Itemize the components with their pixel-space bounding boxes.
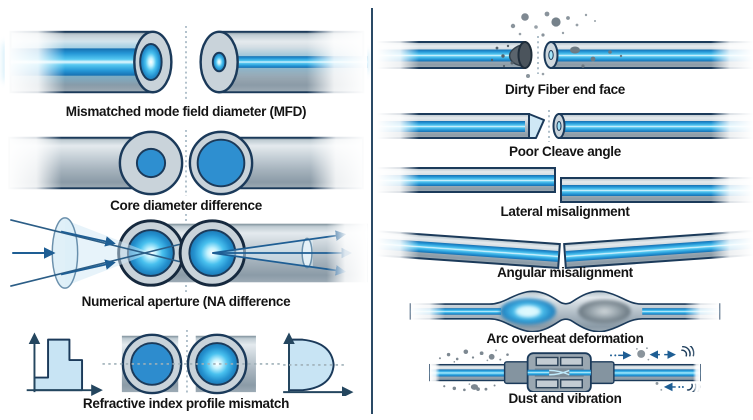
dirty-end-face-illustration (377, 8, 753, 82)
dust-vibration-row (377, 346, 753, 392)
mfd-mismatch-illustration (4, 24, 368, 102)
core-diameter-label: Core diameter difference (110, 198, 262, 213)
graded-index-cross-section (186, 333, 248, 395)
intrinsic-factors-column: Mismatched mode field diameter (MFD) Cor… (0, 0, 372, 420)
angular-misalignment-label: Angular misalignment (497, 265, 633, 280)
refractive-index-label: Refractive index profile mismatch (82, 396, 290, 411)
arc-overheat-label: Arc overheat deformation (486, 331, 644, 346)
vibration-arrows (609, 347, 684, 392)
numerical-aperture-illustration (10, 212, 368, 294)
arc-overheat-illustration (409, 286, 721, 332)
dust-particles (438, 349, 509, 392)
dust-particles (510, 11, 596, 78)
mfd-row (0, 24, 372, 102)
dirty-end-face-row (377, 8, 753, 82)
lateral-misalignment-illustration (377, 164, 753, 206)
angular-misalignment-illustration (377, 228, 753, 270)
extrinsic-factors-column: Dirty Fiber end face Poor (377, 0, 753, 420)
dust-vibration-label: Dust and vibration (508, 391, 622, 406)
poor-cleave-row (377, 106, 753, 146)
lateral-misalignment-row (377, 164, 753, 206)
numerical-aperture-label: Numerical aperture (NA difference (81, 294, 291, 309)
refractive-index-row (0, 328, 372, 396)
light-cone-into-fiber (10, 217, 186, 289)
dirt-on-fiber (570, 46, 623, 68)
dirt-spray (490, 44, 514, 68)
lateral-misalignment-label: Lateral misalignment (500, 204, 630, 219)
arc-overheat-row (377, 286, 753, 332)
graded-index-profile-graph (283, 332, 354, 396)
core-diameter-illustration (5, 128, 367, 198)
mechanical-splice-connector (503, 352, 615, 392)
poor-cleave-label: Poor Cleave angle (509, 144, 621, 159)
column-divider (371, 8, 373, 414)
mfd-label: Mismatched mode field diameter (MFD) (65, 104, 307, 119)
angular-misalignment-row (377, 228, 753, 270)
refractive-index-illustration (26, 329, 354, 396)
numerical-aperture-row (0, 212, 372, 294)
step-index-profile-graph (26, 332, 103, 396)
step-index-cross-section (121, 333, 183, 395)
core-diameter-row (0, 128, 372, 198)
deformed-fiber-outline (409, 290, 721, 332)
small-core-cross-section (118, 130, 184, 196)
dust-vibration-illustration (429, 346, 701, 392)
dirty-end-face-label: Dirty Fiber end face (504, 82, 626, 97)
overheated-gray-bulge (578, 299, 631, 323)
poor-cleave-illustration (377, 106, 753, 146)
large-core-cross-section (188, 130, 254, 196)
